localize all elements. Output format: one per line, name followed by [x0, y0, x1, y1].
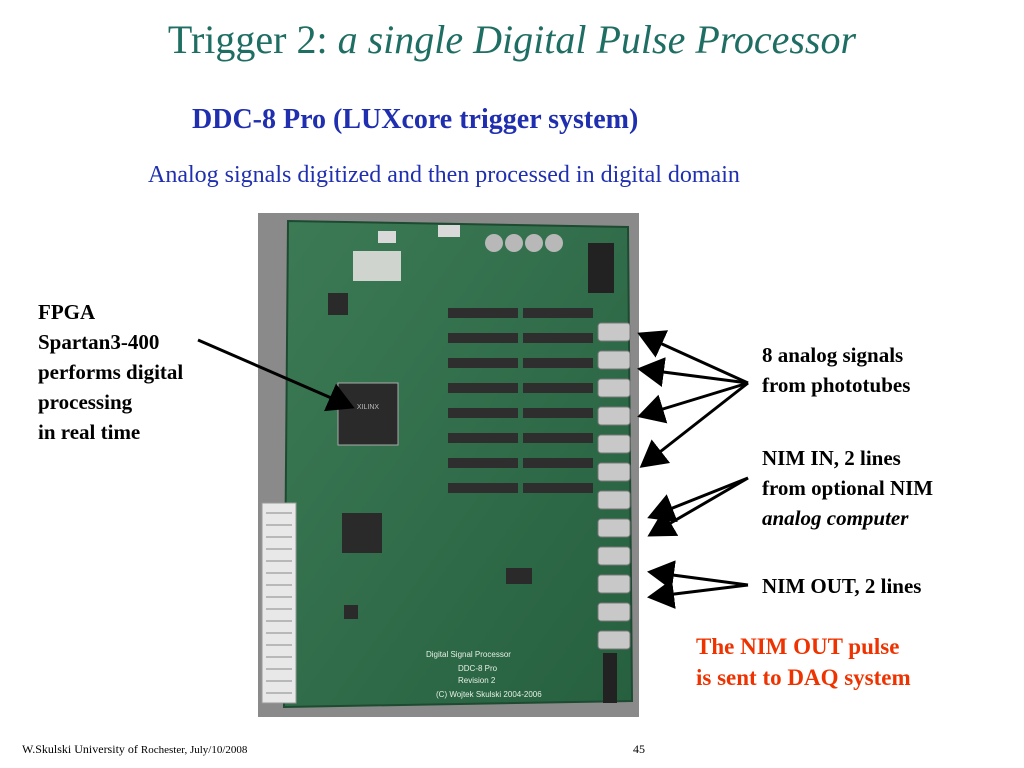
nim-in-label: NIM IN, 2 lines from optional NIM analog… [762, 443, 933, 533]
daq-note: The NIM OUT pulse is sent to DAQ system [696, 631, 911, 693]
analog-label-line: 8 analog signals [762, 343, 904, 367]
nim-in-label-line: from optional NIM [762, 476, 934, 500]
fpga-label: FPGA Spartan3-400 performs digital proce… [38, 297, 183, 447]
daq-note-line: is sent to DAQ system [696, 665, 911, 690]
board-copyright: (C) Wojtek Skulski 2004-2006 [436, 690, 542, 699]
fpga-label-line: in real time [38, 420, 141, 444]
board-revision: Revision 2 [458, 676, 496, 685]
analog-arrow-1 [637, 330, 749, 385]
fpga-label-line: Spartan3-400 [38, 330, 160, 354]
fpga-label-line: FPGA [38, 300, 96, 324]
nim-out-label: NIM OUT, 2 lines [762, 574, 922, 598]
fpga-label-line: performs digital [38, 360, 184, 384]
footer-location: Rochester, July/10/2008 [140, 744, 248, 756]
svg-text:XILINX: XILINX [357, 404, 380, 411]
title-main: Trigger 2: [167, 17, 338, 62]
analog-arrow-4 [639, 381, 749, 468]
analog-arrow-2 [637, 357, 749, 387]
nim-in-label-italic: analog computer [762, 506, 909, 530]
title-italic: a single Digital Pulse Processor [337, 17, 857, 62]
analog-label-line: from phototubes [762, 373, 911, 397]
board-photo: XILINX Digital Signal Proc [258, 213, 639, 717]
nim-in-label-line: NIM IN, 2 lines [762, 446, 901, 470]
page-number: 45 [633, 742, 645, 756]
slide-caption: Analog signals digitized and then proces… [148, 162, 740, 188]
slide-subtitle: DDC-8 Pro (LUXcore trigger system) [192, 104, 639, 135]
nim-out-arrow-1 [647, 560, 749, 591]
footer-author: W.Skulski University of Rochester, July/… [22, 742, 247, 757]
board-model: DDC-8 Pro [458, 664, 498, 673]
footer-author-text: W.Skulski University of [22, 742, 141, 756]
daq-note-line: The NIM OUT pulse [696, 634, 900, 659]
analog-label: 8 analog signals from phototubes [762, 340, 910, 400]
slide-title: Trigger 2: a single Digital Pulse Proces… [0, 16, 1024, 63]
fpga-label-line: processing [38, 390, 133, 414]
nim-out-arrow-2 [647, 579, 749, 609]
analog-arrow-3 [637, 381, 749, 424]
board-title: Digital Signal Processor [426, 650, 511, 659]
nim-in-arrow-1 [647, 476, 749, 523]
pcb-image: XILINX Digital Signal Proc [261, 219, 634, 709]
nim-in-arrow-2 [647, 476, 749, 537]
